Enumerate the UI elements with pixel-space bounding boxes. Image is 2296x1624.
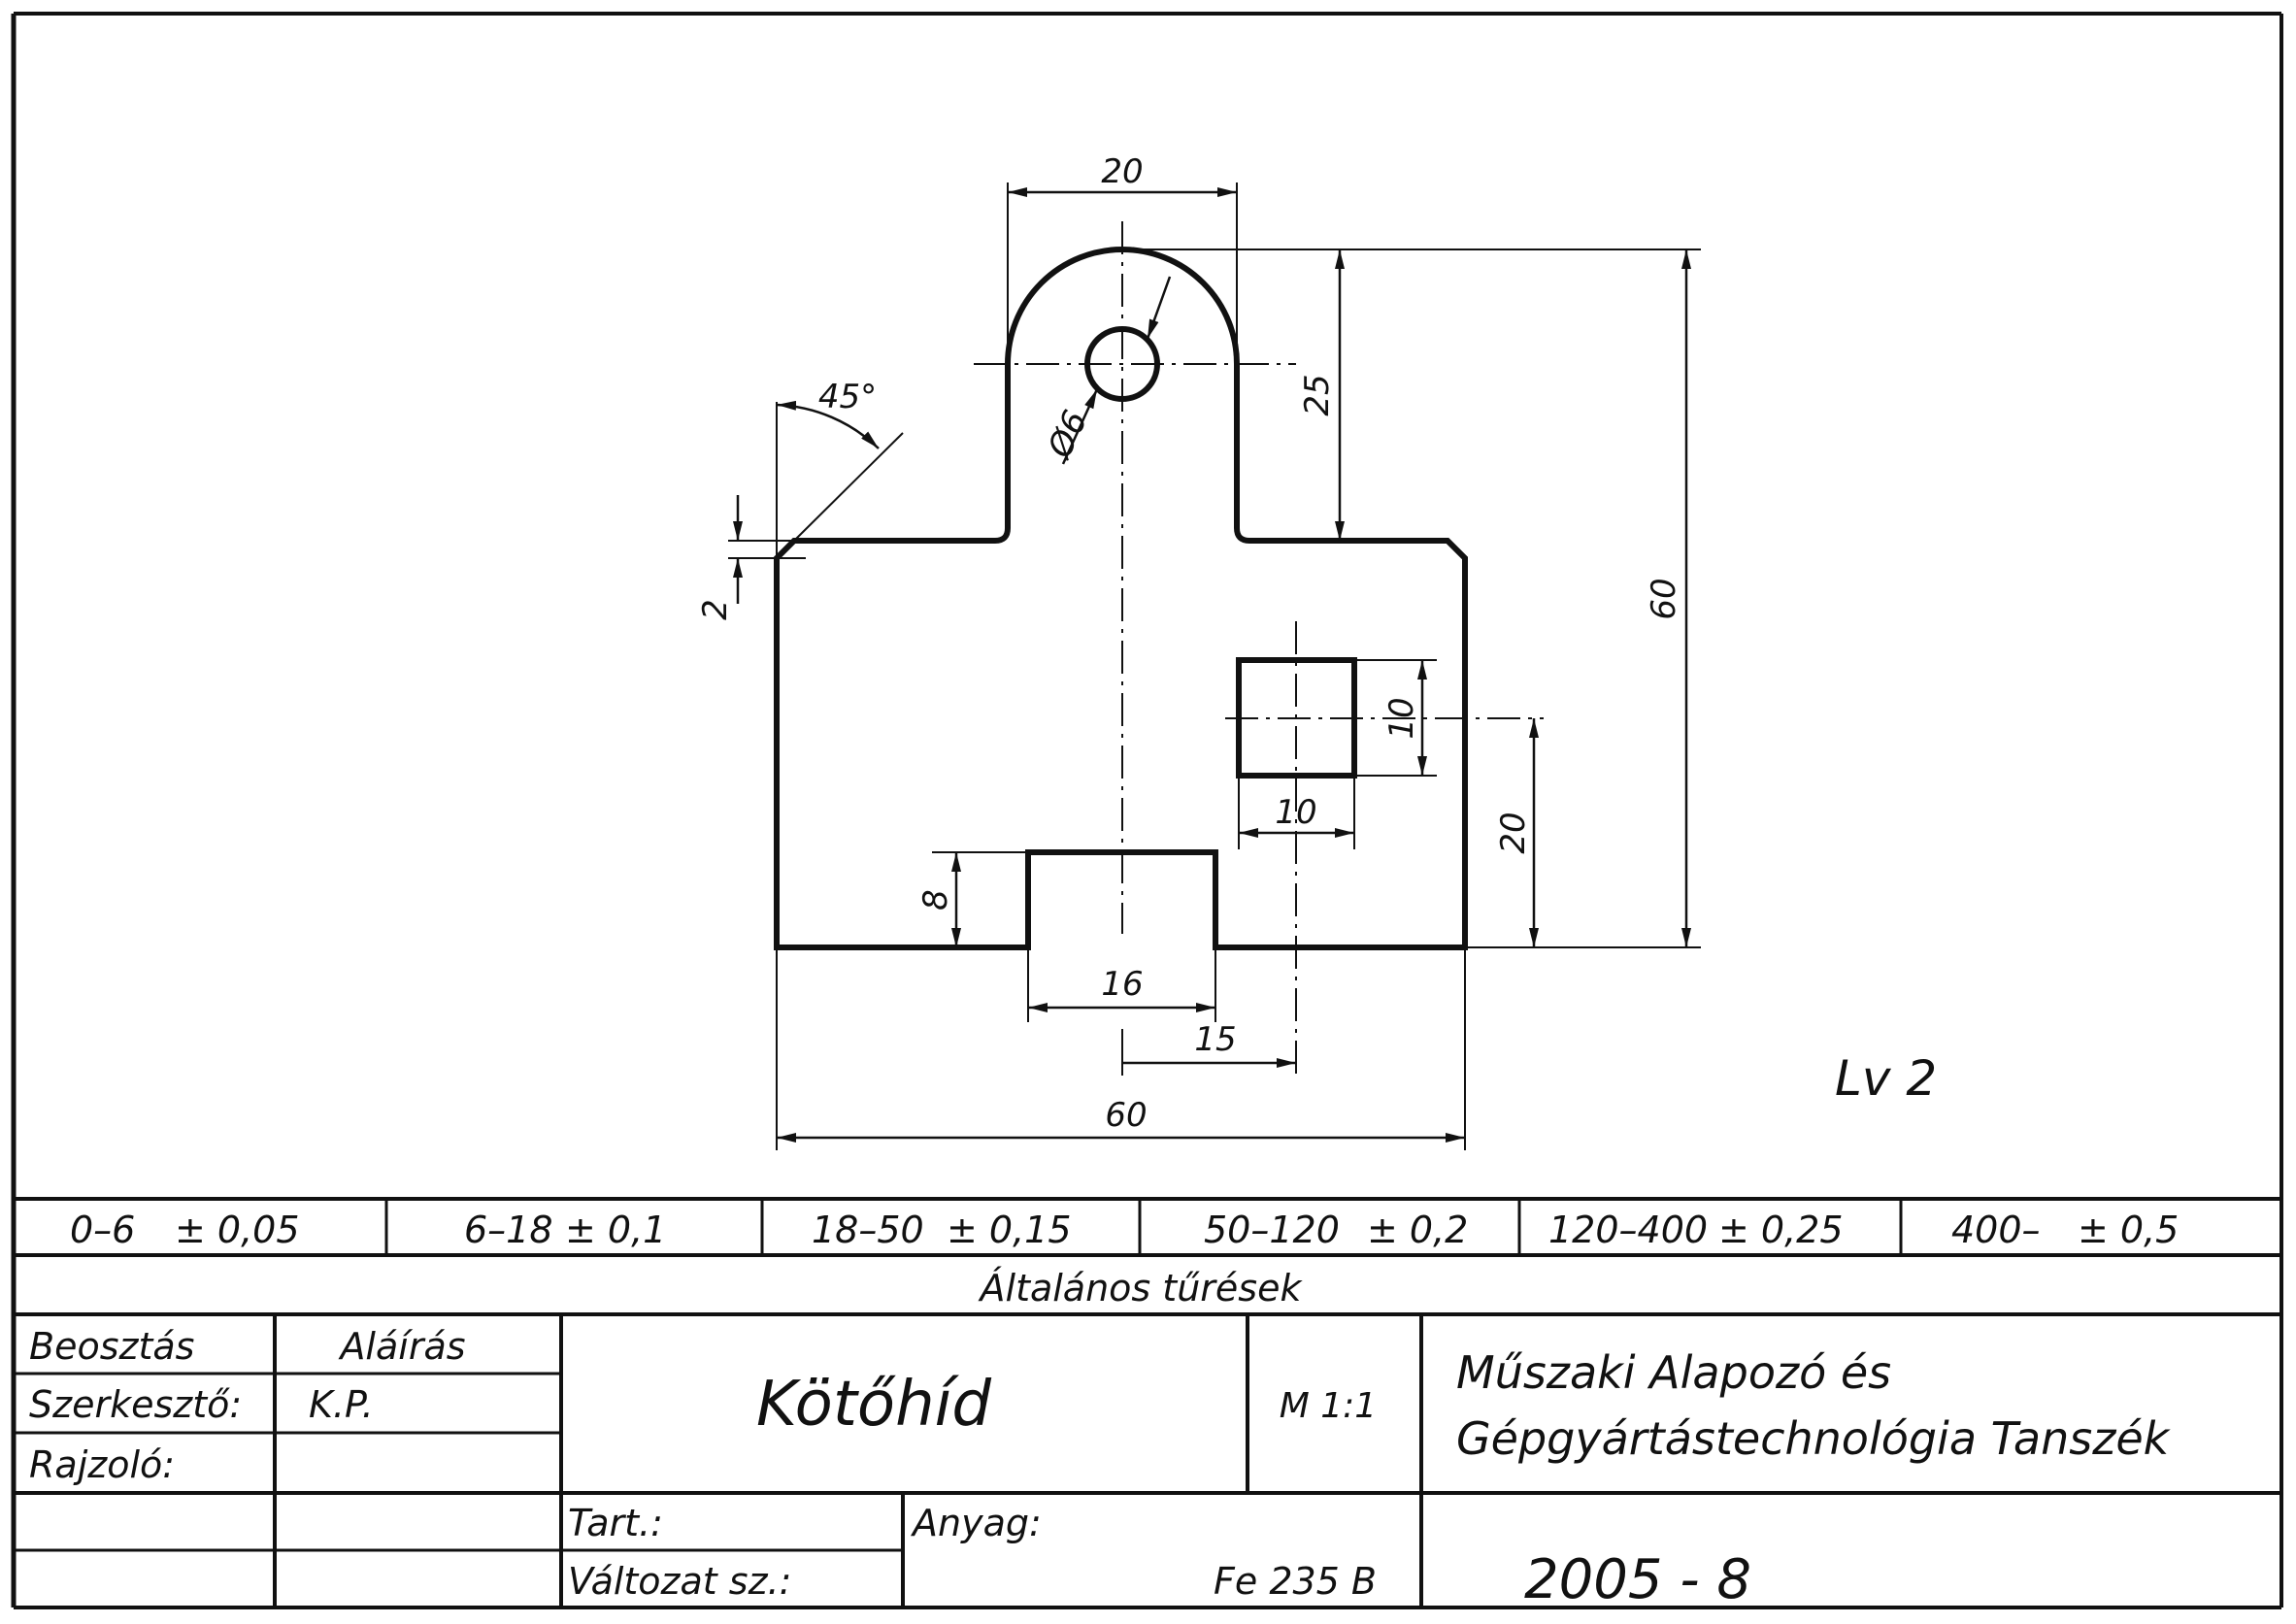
title-block-texts: Beosztás Aláírás Szerkesztő: K.P. Rajzol… (29, 1325, 2172, 1611)
scale: M 1:1 (1280, 1386, 1377, 1426)
part-name: Kötőhíd (756, 1369, 991, 1441)
part-outline (774, 247, 1468, 950)
dim-square-offset-height: 20 (1494, 812, 1533, 853)
dim-square-width: 10 (1275, 793, 1316, 832)
version-label: Változat sz.: (568, 1560, 791, 1603)
dim-notch-width: 16 (1101, 965, 1143, 1004)
drawing-number: 2005 - 8 (1524, 1548, 1751, 1611)
material-label: Anyag: (910, 1502, 1042, 1544)
department-line2: Gépgyártástechnológia Tanszék (1456, 1412, 2172, 1465)
tolerance-cells: 0–6 ± 0,05 6–18 ± 0,1 18–50 ± 0,15 50–12… (70, 1209, 2179, 1309)
drafter-label: Rajzoló: (29, 1443, 175, 1486)
dim-square-height: 10 (1382, 697, 1421, 739)
dim-chamfer-size: 2 (696, 599, 735, 620)
tolerance-caption: Általános tűrések (978, 1267, 1304, 1309)
tolerance-range: 6–18 (464, 1209, 553, 1251)
dim-overall-height: 60 (1645, 578, 1683, 619)
dim-top-width: 20 (1101, 152, 1143, 191)
material-value: Fe 235 B (1214, 1560, 1377, 1603)
tolerance-value: ± 0,1 (565, 1209, 666, 1251)
title-block-grid (14, 1314, 2281, 1607)
tolerance-value: ± 0,2 (1367, 1209, 1468, 1251)
sheet-mark: Lv 2 (1835, 1050, 1937, 1107)
designer-label: Szerkesztő: (29, 1383, 242, 1426)
dim-chamfer-angle: 45° (818, 378, 877, 416)
sheet-border (11, 12, 2283, 1609)
tolerance-range: 50–120 (1204, 1209, 1340, 1251)
tolerance-value: ± 0,5 (2078, 1209, 2179, 1251)
tolerance-range: 18–50 (812, 1209, 924, 1251)
dim-square-offset-x: 15 (1194, 1020, 1236, 1059)
header-signature: Aláírás (337, 1325, 465, 1368)
dimension-lines (733, 187, 1691, 1143)
header-role: Beosztás (29, 1325, 194, 1368)
tolerance-range: 400– (1951, 1209, 2041, 1251)
tolerance-range: 120–400 (1548, 1209, 1708, 1251)
dimension-texts: 20 25 60 45° 2 Ø6 10 10 20 8 16 15 60 (696, 152, 1683, 1135)
designer-value: K.P. (309, 1383, 374, 1426)
tolerance-strip (14, 1197, 2281, 1316)
center-lines (974, 221, 1544, 1076)
dim-overall-width: 60 (1105, 1096, 1147, 1135)
tolerance-value: ± 0,05 (175, 1209, 300, 1251)
contains-label: Tart.: (568, 1502, 663, 1544)
extension-lines (728, 182, 1701, 1150)
department-line1: Műszaki Alapozó és (1456, 1346, 1891, 1399)
dim-top-height: 25 (1298, 374, 1337, 415)
dim-notch-depth: 8 (916, 889, 955, 911)
tolerance-value: ± 0,15 (947, 1209, 1072, 1251)
tolerance-range: 0–6 (70, 1209, 135, 1251)
tolerance-value: ± 0,25 (1718, 1209, 1844, 1251)
